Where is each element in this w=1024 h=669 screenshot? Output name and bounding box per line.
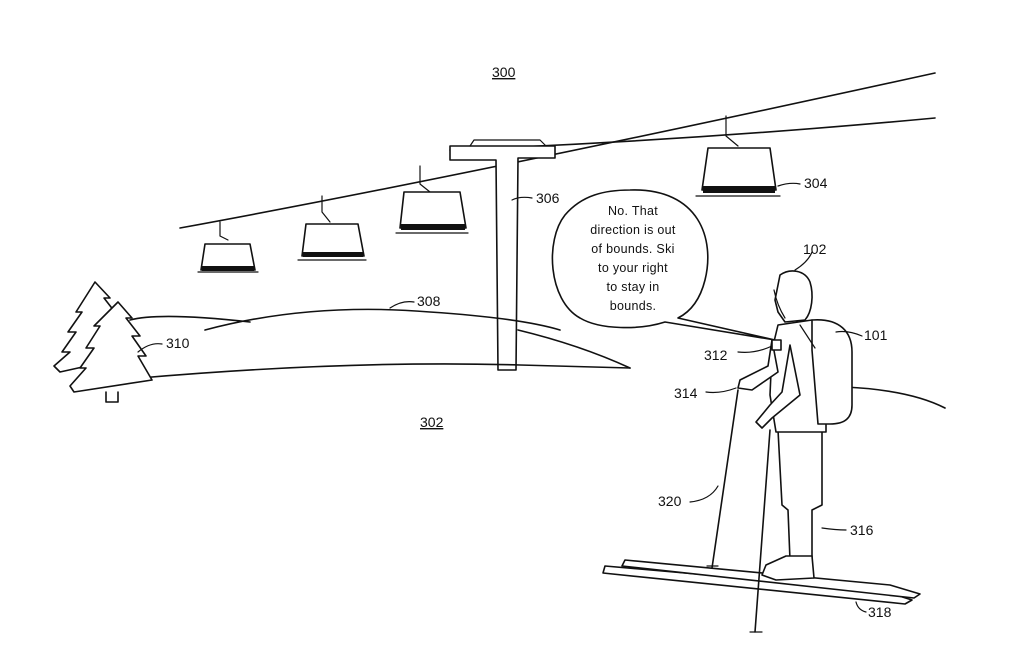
lift-chair-3: [395, 165, 469, 234]
skier: [602, 270, 921, 633]
label-ground: 302: [420, 414, 444, 430]
lift-chair-304: [695, 115, 781, 197]
figure-number-label: 300: [492, 64, 516, 80]
label-hill: 308: [417, 293, 441, 309]
lift-tower: [449, 139, 556, 371]
bubble-line-4: to your right: [598, 261, 668, 275]
leader-lines: [137, 182, 867, 613]
label-user: 102: [803, 241, 827, 257]
bubble-line-3: of bounds. Ski: [591, 242, 674, 256]
label-leg: 316: [850, 522, 874, 538]
lift-chairs: [197, 115, 781, 273]
speech-bubble: No. That direction is out of bounds. Ski…: [551, 189, 776, 341]
lift-chair-1: [197, 221, 259, 273]
label-speech-device: 312: [704, 347, 728, 363]
trees: [53, 281, 153, 403]
label-ski: 318: [868, 604, 892, 620]
lift-chair-2: [297, 195, 367, 261]
hills: [129, 308, 946, 409]
label-lift-chair: 304: [804, 175, 828, 191]
label-trees: 310: [166, 335, 190, 351]
label-lift-tower: 306: [536, 190, 560, 206]
label-ski-pole: 320: [658, 493, 682, 509]
bubble-line-1: No. That: [608, 204, 658, 218]
bubble-line-6: bounds.: [610, 299, 657, 313]
label-pole-grip: 314: [674, 385, 698, 401]
bubble-line-2: direction is out: [590, 223, 676, 237]
label-backpack: 101: [864, 327, 888, 343]
bubble-line-5: to stay in: [606, 280, 659, 294]
